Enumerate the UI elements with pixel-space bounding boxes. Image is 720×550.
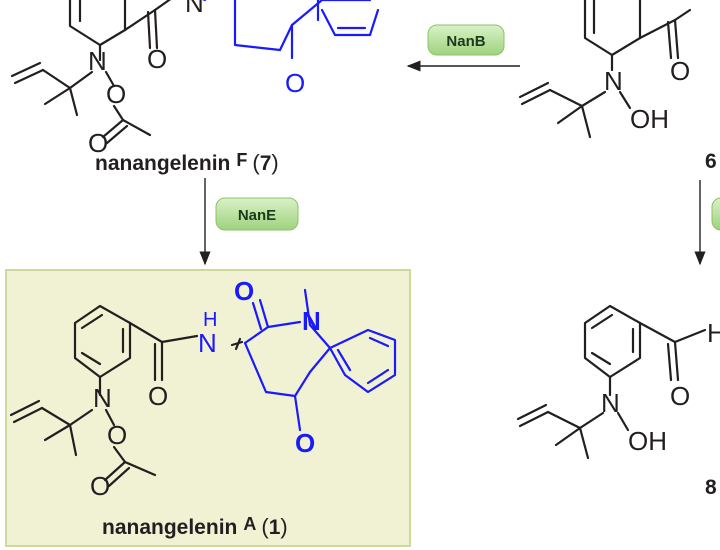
highlight-box [5,269,411,547]
label-compound-6: 6 [705,150,717,173]
svg-text:O: O [285,68,305,98]
svg-text:O: O [670,381,690,411]
structure-nanangelenin-a: N O O O N H O N O [9,276,397,501]
svg-text:O: O [670,56,690,86]
svg-text:O: O [295,428,315,458]
svg-text:H: H [203,309,217,331]
svg-text:O: O [90,471,110,501]
svg-text:OH: OH [630,104,669,134]
label-compound-8: 8 [705,476,717,499]
svg-text:O: O [88,128,108,158]
svg-text:N: N [93,383,112,413]
svg-text:O: O [234,276,254,306]
svg-text:N: N [601,388,620,418]
svg-text:O: O [107,420,127,450]
svg-text:N: N [604,66,623,96]
svg-text:N: N [88,46,107,76]
svg-text:NanB: NanB [446,33,485,50]
svg-text:O: O [106,79,126,109]
enzyme-badge-partial [711,197,720,231]
enzyme-badge-nanb: NanB [427,24,505,56]
svg-text:N: N [198,328,217,358]
svg-text:H: H [707,318,720,348]
structure-compound-6: N OH O [518,0,692,139]
svg-text:NanE: NanE [238,207,276,224]
svg-text:N: N [185,0,204,18]
structure-compound-8: N OH O H [516,304,720,460]
enzyme-badge-nane: NanE [215,197,299,231]
svg-text:OH: OH [628,426,667,456]
svg-text:O: O [147,44,167,74]
structure-nanangelenin-f: N O O O O N [10,0,380,158]
svg-text:O: O [148,381,168,411]
svg-text:N: N [302,306,321,336]
